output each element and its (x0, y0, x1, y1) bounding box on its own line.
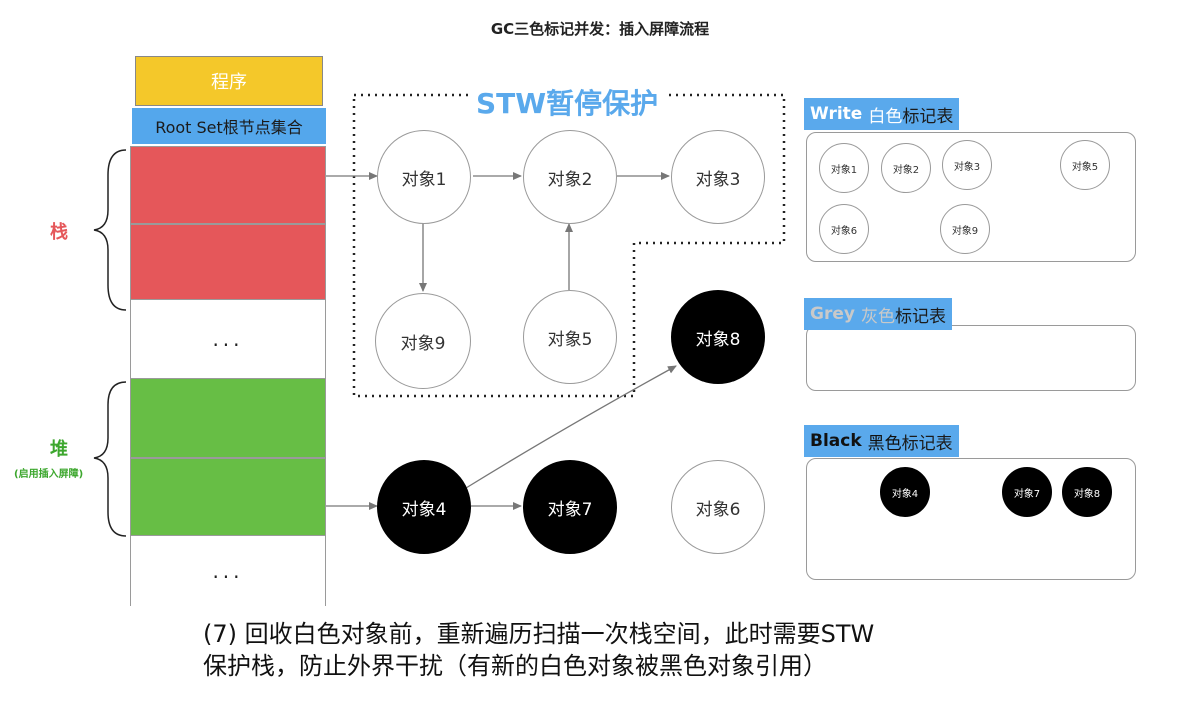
black-item: 对象8 (1062, 467, 1112, 517)
grey-tab-color: 灰色 (860, 306, 895, 327)
heap-brace (93, 381, 127, 537)
white-mark-tab: Write 白色标记表 (804, 98, 960, 130)
heap-block-2 (130, 458, 326, 536)
edge-obj4-obj8 (465, 365, 677, 489)
heap-block-1 (130, 378, 326, 458)
heap-ellipsis: ... (130, 536, 326, 606)
grey-tab-rest: 标记表 (894, 306, 946, 327)
white-item: 对象9 (940, 204, 990, 254)
stack-block-2 (130, 224, 326, 300)
heap-sublabel: (启用插入屏障) (14, 469, 84, 480)
white-tab-rest: 标记表 (902, 106, 954, 127)
node-obj8: 对象8 (671, 290, 765, 384)
black-item: 对象7 (1002, 467, 1052, 517)
heap-label: 堆 (50, 439, 68, 460)
white-item: 对象5 (1060, 140, 1110, 190)
node-obj7: 对象7 (523, 460, 617, 554)
stack-ellipsis: ... (130, 300, 326, 378)
caption-line-1: (7) 回收白色对象前，重新遍历扫描一次栈空间，此时需要STW (203, 620, 875, 648)
program-block: 程序 (135, 56, 323, 106)
node-obj3: 对象3 (671, 130, 765, 224)
white-tab-color: 白色 (868, 106, 903, 127)
white-item: 对象1 (819, 143, 869, 193)
grey-mark-panel (806, 325, 1136, 391)
caption-line-2: 保护栈，防止外界干扰（有新的白色对象被黑色对象引用） (203, 652, 827, 680)
node-obj6: 对象6 (671, 460, 765, 554)
black-mark-tab: Black 黑色标记表 (804, 425, 959, 457)
white-tab-en: Write (810, 104, 863, 124)
diagram-title: GC三色标记并发：插入屏障流程 (490, 20, 710, 38)
black-item: 对象4 (880, 467, 930, 517)
root-set-label: Root Set根节点集合 (132, 108, 326, 144)
black-tab-color: 黑色 (867, 433, 902, 454)
caption: (7) 回收白色对象前，重新遍历扫描一次栈空间，此时需要STW 保护栈，防止外界… (203, 618, 874, 682)
node-obj4: 对象4 (377, 460, 471, 554)
node-obj1: 对象1 (377, 130, 471, 224)
node-obj9: 对象9 (375, 293, 471, 389)
grey-mark-tab: Grey 灰色标记表 (804, 298, 952, 330)
white-item: 对象6 (819, 204, 869, 254)
stack-brace (93, 149, 127, 311)
node-obj2: 对象2 (523, 130, 617, 224)
stack-label: 栈 (50, 222, 68, 243)
stw-label: STW暂停保护 (470, 82, 665, 122)
node-obj5: 对象5 (523, 290, 617, 384)
grey-tab-en: Grey (810, 304, 855, 324)
white-item: 对象2 (881, 143, 931, 193)
black-tab-rest: 标记表 (901, 433, 953, 454)
stack-block-1 (130, 146, 326, 224)
stw-region (352, 93, 786, 398)
black-tab-en: Black (810, 431, 862, 451)
white-item: 对象3 (942, 140, 992, 190)
